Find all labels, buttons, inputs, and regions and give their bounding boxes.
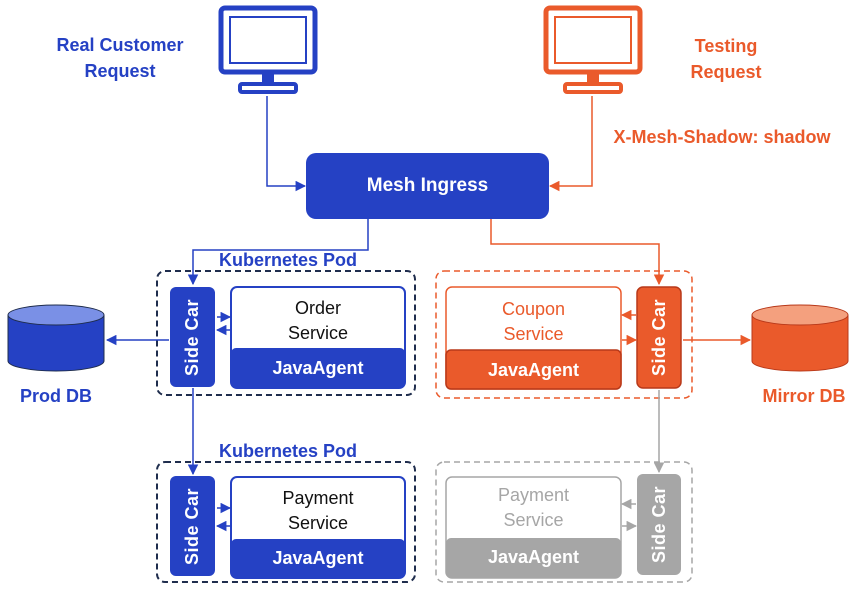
shadow-payment-javaagent-label: JavaAgent xyxy=(487,547,580,567)
order-service-label-line2: Service xyxy=(287,323,349,343)
mirror-db-label: Mirror DB xyxy=(762,386,846,406)
order-pod-border xyxy=(156,270,416,396)
order-service-label: Order Service xyxy=(231,296,405,346)
shadow-payment-sidecar-box xyxy=(637,474,681,575)
real-client-label: Real Customer Request xyxy=(40,32,200,84)
shadow-payment-service-label: Payment Service xyxy=(446,483,621,533)
payment-pod-title: Kubernetes Pod xyxy=(218,441,358,461)
order-service-label-line1: Order xyxy=(294,298,341,318)
payment-service-label-line2: Service xyxy=(287,513,349,533)
order-sidecar-label: Side Car xyxy=(182,298,202,376)
mirror-db-database-icon xyxy=(751,304,849,372)
payment-javaagent-label: JavaAgent xyxy=(272,548,364,568)
payment-pod-border xyxy=(156,461,416,583)
shadow-payment-service-label-line1: Payment xyxy=(497,485,570,505)
testing-client-label-line2: Request xyxy=(690,62,762,82)
coupon-javaagent-box xyxy=(445,349,622,390)
prod-db-database-icon xyxy=(7,304,105,372)
shadow-payment-pod-border xyxy=(435,461,693,583)
payment-sidecar-box xyxy=(170,476,215,576)
coupon-javaagent-label: JavaAgent xyxy=(487,360,580,380)
coupon-service-label-line1: Coupon xyxy=(501,299,566,319)
coupon-sidecar-label: Side Car xyxy=(649,298,669,377)
shadow-payment-sidecar-label: Side Car xyxy=(649,485,669,564)
ingress-to-coupon-sidecar-arrow xyxy=(490,219,665,286)
payment-sidecar-label: Side Car xyxy=(182,487,202,565)
coupon-service-label-line2: Service xyxy=(503,324,564,344)
real-client-label-line2: Request xyxy=(84,61,156,81)
order-javaagent-box xyxy=(231,348,405,388)
coupon-pod-border xyxy=(435,270,693,399)
real-client-monitor-icon xyxy=(218,5,318,94)
prod-db-label: Prod DB xyxy=(20,386,92,406)
shadow-header-label: X-Mesh-Shadow: shadow xyxy=(613,127,831,147)
shadow-payment-service-label-line2: Service xyxy=(503,510,564,530)
testing-client-monitor-icon xyxy=(543,5,643,94)
testing-client-label: Testing Request xyxy=(660,33,792,85)
mesh-ingress-box xyxy=(306,153,549,219)
real-client-label-line1: Real Customer xyxy=(56,35,184,55)
mesh-ingress-label: Mesh Ingress xyxy=(366,175,489,196)
ingress-to-order-sidecar-arrow xyxy=(187,219,369,286)
payment-service-label: Payment Service xyxy=(231,486,405,536)
real-to-ingress-arrow xyxy=(266,96,307,192)
order-sidecar-box xyxy=(170,287,215,387)
testing-client-label-line1: Testing xyxy=(694,36,758,56)
order-javaagent-label: JavaAgent xyxy=(272,358,364,378)
payment-service-label-line1: Payment xyxy=(282,488,354,508)
coupon-service-label: Coupon Service xyxy=(446,297,621,347)
order-pod-title: Kubernetes Pod xyxy=(218,250,358,270)
payment-javaagent-box xyxy=(231,539,405,578)
shadow-payment-javaagent-box xyxy=(446,538,621,578)
testing-to-ingress-arrow xyxy=(548,96,593,192)
